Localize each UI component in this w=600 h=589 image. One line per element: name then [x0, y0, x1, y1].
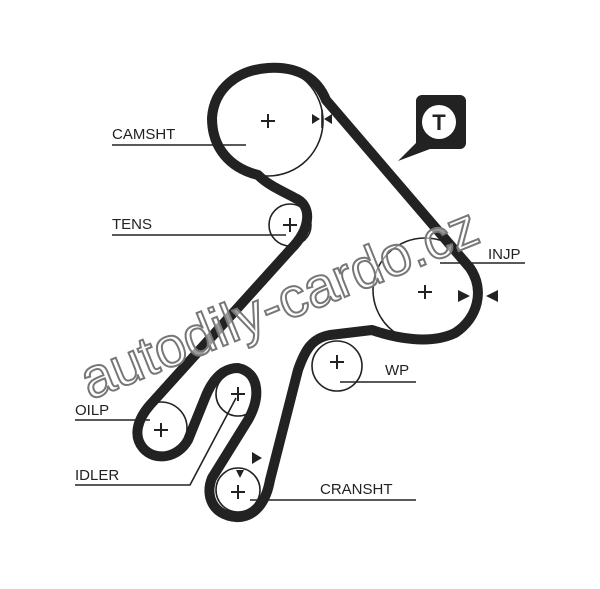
idler-leader — [75, 397, 237, 486]
timing-belt — [132, 62, 483, 523]
label-wp: WP — [385, 362, 409, 379]
label-injp: INJP — [488, 246, 521, 263]
label-oilp: OILP — [75, 402, 109, 419]
badge-letter: T — [432, 110, 446, 135]
timing-mark-arrows — [236, 110, 498, 478]
timing-badge: T — [398, 95, 466, 161]
label-tens: TENS — [112, 216, 152, 233]
label-cransht: CRANSHT — [320, 481, 393, 498]
label-idler: IDLER — [75, 467, 119, 484]
label-camsht: CAMSHT — [112, 126, 175, 143]
center-marks — [154, 114, 432, 499]
